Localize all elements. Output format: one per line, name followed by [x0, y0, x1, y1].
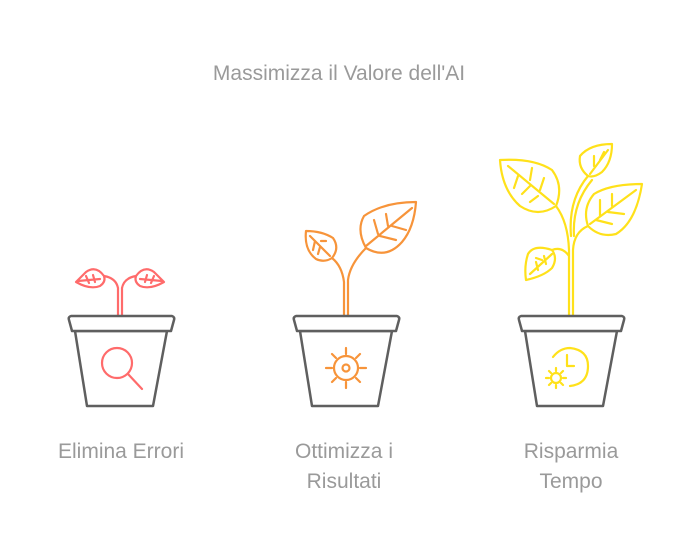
- label-line: Ottimizza i: [294, 440, 393, 463]
- label-line: Elimina Errori: [57, 440, 185, 463]
- leaf-icon: [584, 182, 644, 237]
- leaf-icon: [578, 142, 614, 178]
- pot-3: [517, 314, 626, 408]
- pot-1: [67, 314, 176, 408]
- leaf-icon: [304, 229, 338, 262]
- seedling-plant: [74, 268, 166, 318]
- stage-2-label: Ottimizza i Risultati: [244, 437, 444, 497]
- young-plant: [304, 200, 418, 318]
- gear-sun-icon: [324, 346, 368, 390]
- clock-sun-icon: [544, 346, 590, 390]
- leaf-icon: [524, 246, 557, 282]
- grown-plant: [498, 142, 644, 318]
- label-line: Risultati: [306, 470, 382, 493]
- diagram-title: Massimizza il Valore dell'AI: [212, 62, 466, 85]
- leaf-icon: [134, 268, 166, 289]
- magnifier-icon: [100, 346, 144, 391]
- leaf-icon: [498, 158, 561, 214]
- pot-2: [292, 314, 401, 408]
- leaf-icon: [74, 268, 106, 289]
- leaf-icon: [359, 200, 418, 254]
- label-line: Risparmia: [523, 440, 619, 463]
- label-line: Tempo: [539, 470, 603, 493]
- stage-1-label: Elimina Errori: [21, 437, 221, 467]
- stage-3-label: Risparmia Tempo: [471, 437, 671, 497]
